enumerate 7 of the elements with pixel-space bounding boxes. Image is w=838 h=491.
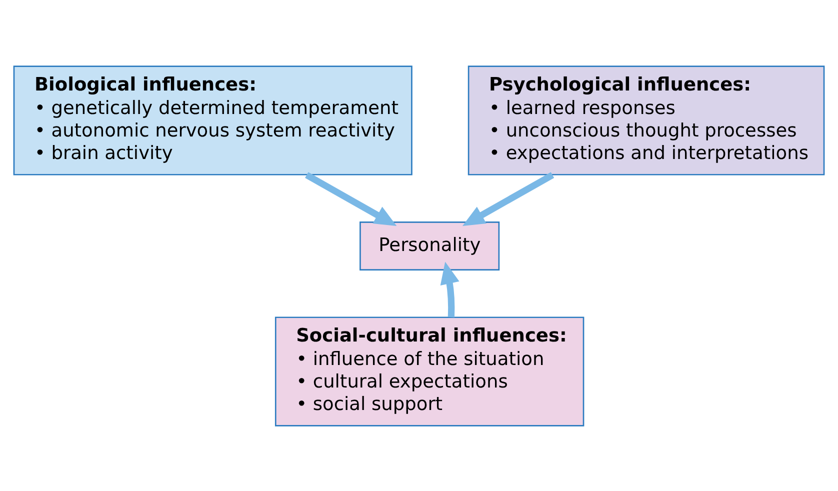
arrow — [440, 261, 460, 317]
arrow — [305, 172, 397, 226]
node-box: Personality — [360, 221, 500, 270]
arrow — [462, 172, 554, 226]
node-box: Psychological influences: • learned responses • unconscious thought processes • expectations and interpretations — [468, 65, 825, 175]
node-box: Social-cultural influences: • influence of the situation • cultural expectations • social support — [274, 316, 584, 426]
node-box: Biological influences: • genetically determined temperament • autonomic nervous system reactivity • brain activity — [13, 65, 412, 175]
